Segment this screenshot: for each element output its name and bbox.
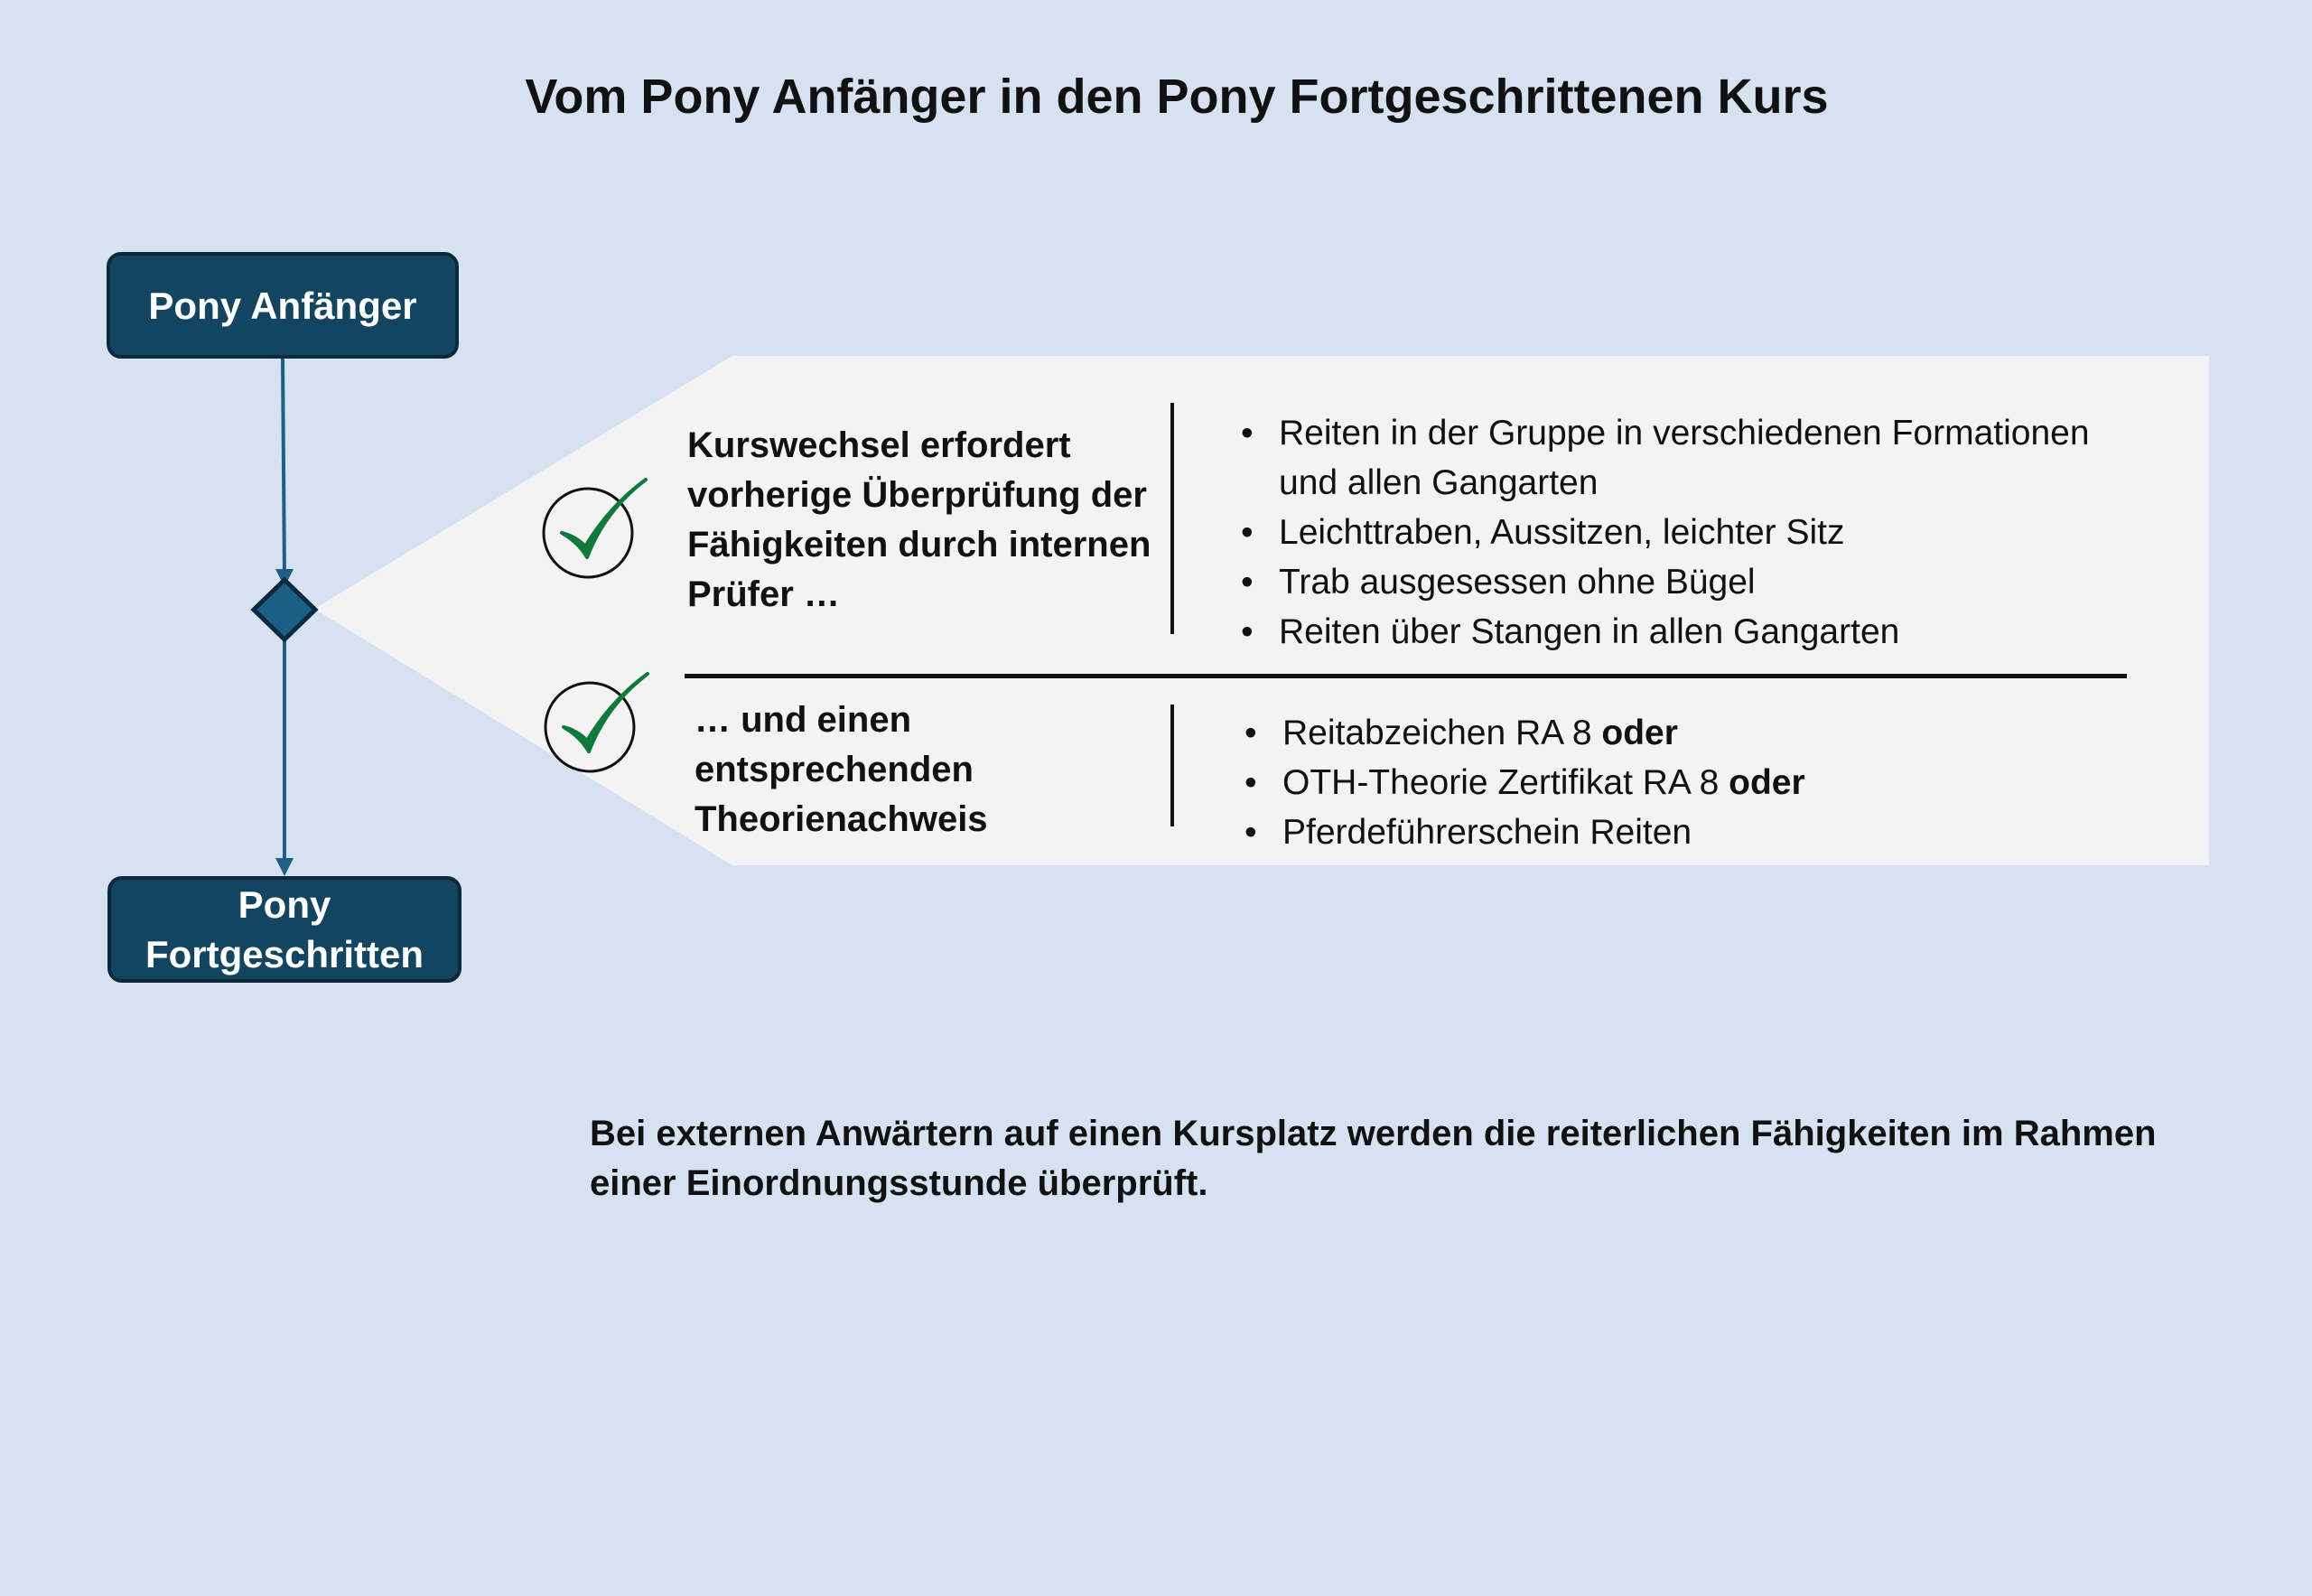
list-item: •OTH-Theorie Zertifikat RA 8 oder	[1245, 758, 2148, 807]
arrowhead-icon	[275, 858, 294, 876]
list-item: •Pferdeführerschein Reiten	[1245, 807, 2148, 857]
list-item: •Leichttraben, Aussitzen, leichter Sitz	[1241, 508, 2144, 557]
arrow-start-to-decision	[281, 358, 286, 579]
node-label-line2: Fortgeschritten	[144, 933, 424, 975]
bullet-icon: •	[1245, 763, 1257, 802]
bullet-icon: •	[1241, 513, 1254, 552]
list-item: •Reitabzeichen RA 8 oder	[1245, 708, 2148, 758]
node-pony-anfaenger: Pony Anfänger	[107, 252, 459, 359]
bullet-icon: •	[1245, 813, 1257, 852]
divider-horizontal	[685, 674, 2127, 678]
decision-diamond	[250, 576, 319, 643]
footer-note: Bei externen Anwärtern auf einen Kurspla…	[590, 1114, 2157, 1203]
check-circle-icon	[542, 478, 648, 579]
skills-list: •Reiten in der Gruppe in verschiedenen F…	[1241, 408, 2144, 657]
divider-vertical	[1170, 403, 1174, 634]
list-item: •Trab ausgesessen ohne Bügel	[1241, 557, 2144, 607]
node-pony-fortgeschritten: Pony Fortgeschritten	[107, 876, 461, 983]
requirement-skills-text: Kurswechsel erfordert vorherige Überprüf…	[687, 425, 1151, 614]
divider-vertical	[1170, 705, 1174, 826]
bullet-icon: •	[1241, 612, 1254, 651]
bullet-icon: •	[1241, 414, 1254, 453]
list-item: •Reiten in der Gruppe in verschiedenen F…	[1241, 408, 2144, 508]
theory-list: •Reitabzeichen RA 8 oder •OTH-Theorie Ze…	[1245, 708, 2148, 857]
callout-panel	[314, 356, 2209, 865]
list-item: •Reiten über Stangen in allen Gangarten	[1241, 607, 2144, 657]
bullet-icon: •	[1241, 563, 1254, 602]
bullet-icon: •	[1245, 714, 1257, 752]
check-circle-icon	[544, 672, 649, 773]
page-title: Vom Pony Anfänger in den Pony Fortgeschr…	[525, 70, 1829, 124]
requirement-theory-text: … und einen entsprechenden Theorienachwe…	[695, 700, 988, 839]
node-label-line1: Pony	[238, 883, 331, 926]
